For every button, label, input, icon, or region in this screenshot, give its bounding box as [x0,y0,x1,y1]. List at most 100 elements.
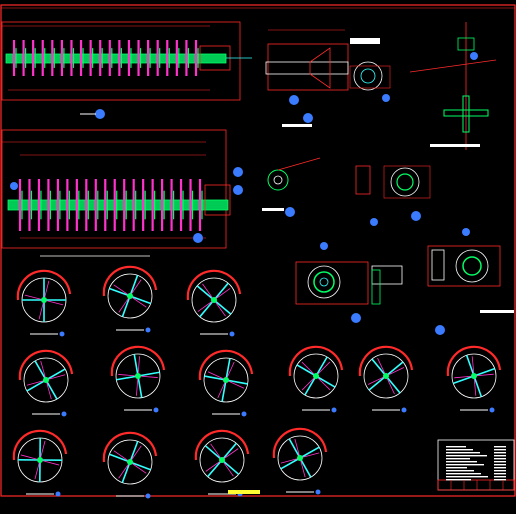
title-block-value [494,461,506,463]
rotor-blade [225,379,248,385]
callout-balloon [229,331,235,337]
rotor-hub [135,373,141,379]
callout-balloon [411,211,421,221]
rotor-outline [199,437,245,483]
bearing-outer [353,61,383,91]
rotor-section [110,345,166,413]
rotor-blade-edge [301,375,317,391]
detail-bearing [349,61,391,102]
rotor-section-grid [12,265,502,499]
detail-hub-right [427,228,514,335]
blade-row-lower [18,179,203,231]
rotor-hub [219,457,225,463]
title-block [228,439,515,494]
detail-hub-large [295,242,403,323]
rotor-blade [116,375,139,381]
callout-balloon [95,109,105,119]
drive-box-lower [204,184,231,216]
rotor-blade-edge [129,279,142,297]
hub-right-outer [455,249,489,283]
callout-balloon [289,95,299,105]
blade-row-upper [12,40,199,76]
detail-shaft-end [265,29,380,127]
title-block-footer [437,479,515,491]
detail-cross-flange [409,22,497,150]
rotor-blade [109,287,131,297]
rotor-outline [107,273,153,319]
rotor-blade-edge [471,356,475,377]
title-block-value [494,467,506,469]
title-block-row [446,461,477,463]
rotor-blade-edge [39,459,60,466]
title-block-value [494,455,506,457]
rotor-blade-edge [26,379,47,386]
rotor-blade [221,459,240,475]
rotor-arc [288,345,344,377]
flange-cross-h [443,109,489,117]
title-block-value [494,464,506,466]
rotor-arc [272,427,328,459]
rotor-blade-edge [225,361,235,381]
rotor-section [198,349,254,417]
rotor-blade-edge [473,373,494,377]
title-block-value [494,476,506,478]
circle-inner [273,175,283,185]
callout-balloon [285,207,295,217]
rotor-blade-edge [137,356,140,377]
rotor-arc [194,429,250,461]
title-block-row [446,464,484,466]
shaft-upper [5,53,227,64]
assembly-frame-lower [1,129,227,249]
rotor-blade-edge [45,379,52,400]
flange-cross-v [462,95,470,133]
rotor-section [194,429,250,497]
rotor-blade-edge [43,299,64,306]
rotor-blade-edge [454,375,475,379]
title-block-row [446,467,467,469]
callout-balloon [470,52,478,60]
rotor-blade [121,295,131,317]
rotor-blade [225,358,231,381]
detail-taper [309,47,331,89]
rotor-blade-edge [280,457,301,464]
rotor-blade-edge [136,375,139,396]
bearing-inner [360,68,376,84]
title-block-value [494,446,506,448]
rotor-blade [26,379,47,392]
circle-outer [267,169,289,191]
rotor-blade [299,446,320,459]
rotor-blade [199,299,215,318]
hub-right-side [431,249,445,281]
rotor-arc [102,265,158,297]
callout-balloon [145,327,151,333]
rotor-hub [127,293,133,299]
callout-balloon [61,411,67,417]
rotor-hub [297,455,303,461]
callout-balloon [145,493,151,499]
rotor-blade [137,371,160,377]
title-block-value [494,452,506,454]
rotor-blade [129,461,151,471]
rotor-hub [383,373,389,379]
rotor-blade [129,295,151,305]
rotor-blade [121,461,131,483]
rotor-blade [204,375,227,381]
detail-small-circle [262,157,321,217]
title-block-row [446,476,488,478]
rotor-hub [41,297,47,303]
rotor-blade [207,459,223,478]
rotor-blade [315,356,328,377]
rotor-outline [107,439,153,485]
rotor-blade-edge [473,375,477,396]
callout-balloon [320,242,328,250]
rotor-outline [203,357,249,403]
title-block-value [494,470,506,472]
rotor-hub [37,457,43,463]
rotor-blade [385,361,404,377]
rotor-section [186,269,242,337]
rotor-blade [473,367,495,377]
callout-balloon [382,94,390,102]
callout-balloon [315,489,321,495]
rotor-blade [473,375,483,397]
